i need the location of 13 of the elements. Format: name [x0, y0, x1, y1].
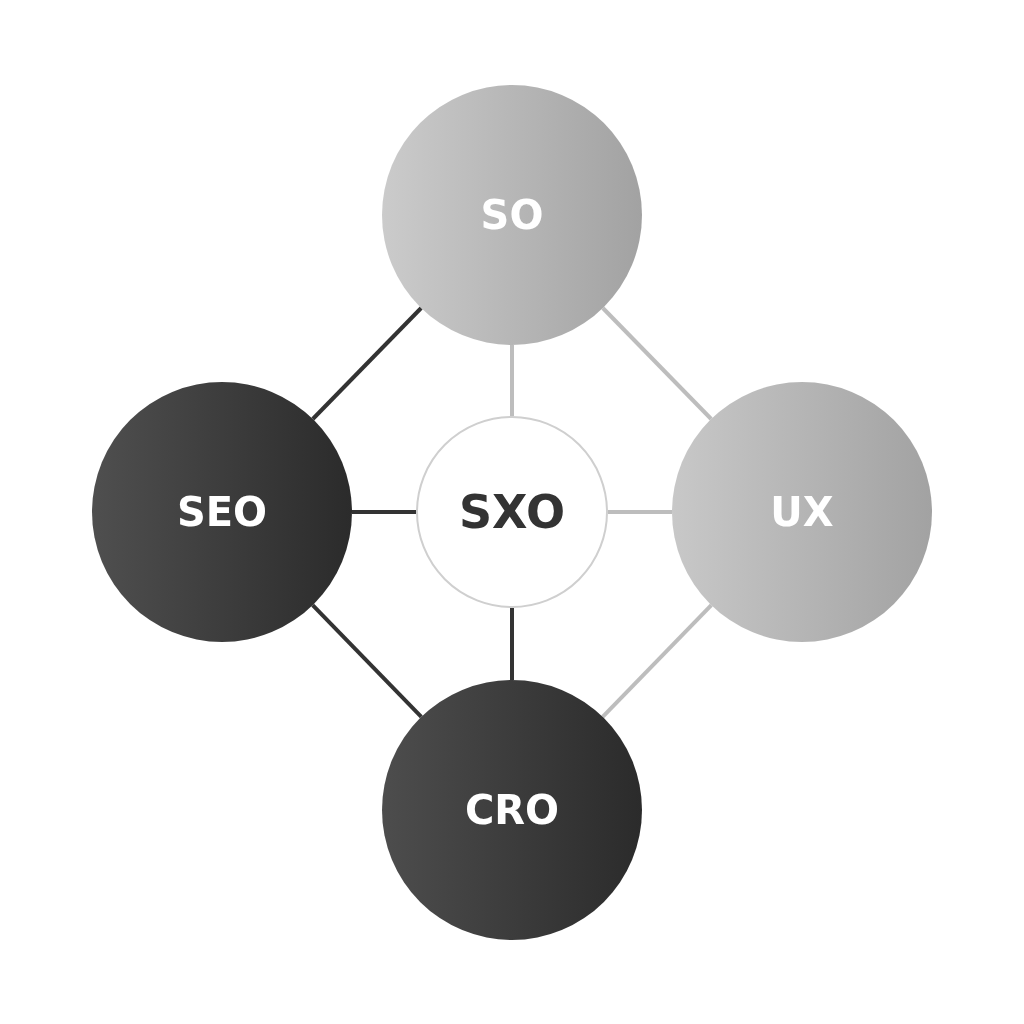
connector-line: [311, 306, 423, 421]
connector-line: [601, 603, 713, 719]
node-label: SXO: [458, 485, 566, 539]
node-label: UX: [770, 489, 834, 535]
connector-line: [608, 510, 672, 514]
connector-line: [510, 345, 514, 416]
node-label: CRO: [464, 787, 560, 833]
connector-line: [311, 603, 423, 719]
connector-line: [352, 510, 416, 514]
connector-line: [510, 608, 514, 680]
connector-line: [601, 306, 713, 421]
node-label: SEO: [176, 489, 268, 535]
node-label: SO: [480, 192, 544, 238]
